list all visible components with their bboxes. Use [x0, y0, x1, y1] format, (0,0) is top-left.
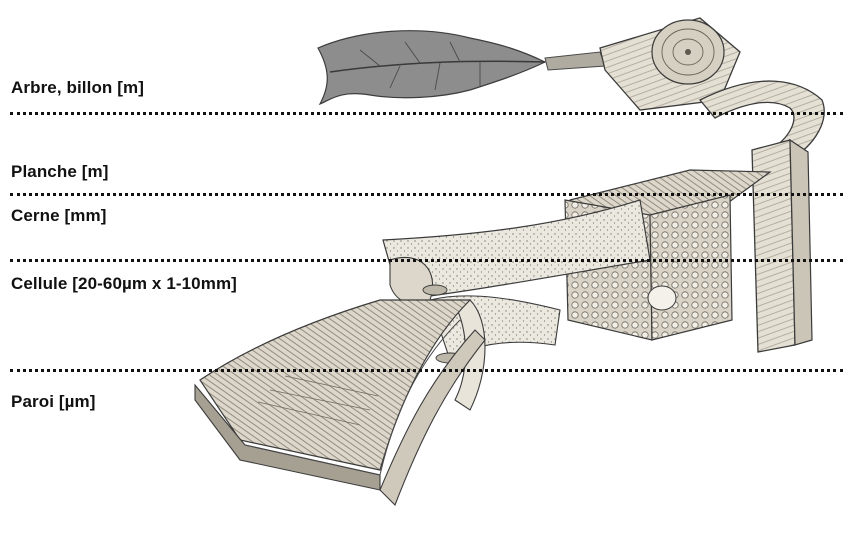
separator-line — [10, 193, 843, 196]
cell-wall-illustration — [195, 300, 485, 505]
scale-label-cell: Cellule [20-60µm x 1-10mm] — [11, 274, 237, 294]
scale-label-tree: Arbre, billon [m] — [11, 78, 144, 98]
scale-label-wall: Paroi [µm] — [11, 392, 95, 412]
leaf-illustration — [318, 31, 605, 104]
separator-line — [10, 112, 843, 115]
scale-label-board: Planche [m] — [11, 162, 108, 182]
separator-line — [10, 369, 843, 372]
separator-line — [10, 259, 843, 262]
scale-label-ring: Cerne [mm] — [11, 206, 106, 226]
